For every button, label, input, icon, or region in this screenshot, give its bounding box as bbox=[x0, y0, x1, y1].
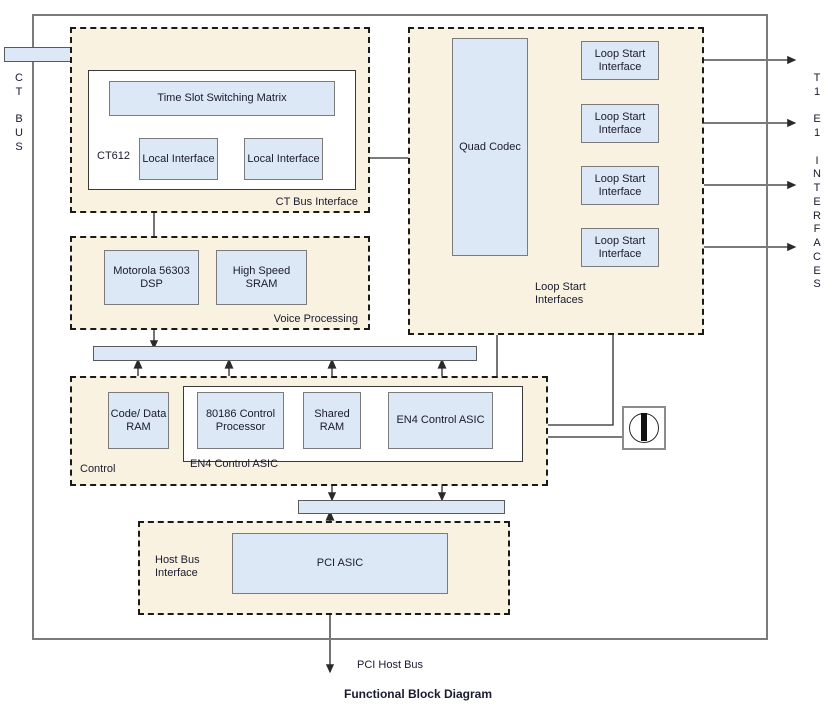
diagram-caption: Functional Block Diagram bbox=[343, 687, 493, 701]
control-processor[interactable]: 80186 Control Processor bbox=[197, 392, 284, 449]
host-bus-interface-label: Host Bus Interface bbox=[155, 554, 200, 579]
voice-processing-label: Voice Processing bbox=[273, 313, 358, 325]
loop-start-interface-2[interactable]: Loop Start Interface bbox=[581, 104, 659, 143]
loop-start-interfaces-label: Loop Start Interfaces bbox=[535, 281, 586, 306]
time-slot-switching-matrix[interactable]: Time Slot Switching Matrix bbox=[109, 81, 335, 116]
pci-asic[interactable]: PCI ASIC bbox=[232, 533, 448, 594]
en4-control-asic-inner-label: EN4 Control ASIC bbox=[190, 458, 279, 470]
en4-control-asic[interactable]: EN4 Control ASIC bbox=[388, 392, 493, 449]
control-label: Control bbox=[80, 463, 116, 475]
ct-bus-interface-label: CT Bus Interface bbox=[275, 196, 358, 208]
code-data-ram[interactable]: Code/ Data RAM bbox=[108, 392, 169, 449]
pci-host-bus-label: PCI Host Bus bbox=[357, 659, 424, 671]
internal-bus-bar bbox=[93, 346, 477, 361]
quad-codec[interactable]: Quad Codec bbox=[452, 38, 528, 256]
host-bus-bar bbox=[298, 500, 505, 514]
loop-start-interface-3[interactable]: Loop Start Interface bbox=[581, 166, 659, 205]
ct-bus-label: C T B U S bbox=[15, 72, 23, 153]
motorola-dsp[interactable]: Motorola 56303 DSP bbox=[104, 250, 199, 305]
ct612-label: CT612 bbox=[97, 150, 131, 162]
loop-start-interface-1[interactable]: Loop Start Interface bbox=[581, 41, 659, 80]
local-interface-2[interactable]: Local Interface bbox=[244, 138, 323, 180]
high-speed-sram[interactable]: High Speed SRAM bbox=[216, 250, 307, 305]
device-outline bbox=[32, 14, 768, 640]
connector-jack-icon bbox=[622, 406, 666, 450]
loop-start-interface-4[interactable]: Loop Start Interface bbox=[581, 228, 659, 267]
local-interface-1[interactable]: Local Interface bbox=[139, 138, 218, 180]
shared-ram[interactable]: Shared RAM bbox=[303, 392, 361, 449]
t1-e1-interfaces-label: T 1 E 1 I N T E R F A C E S bbox=[813, 72, 821, 291]
